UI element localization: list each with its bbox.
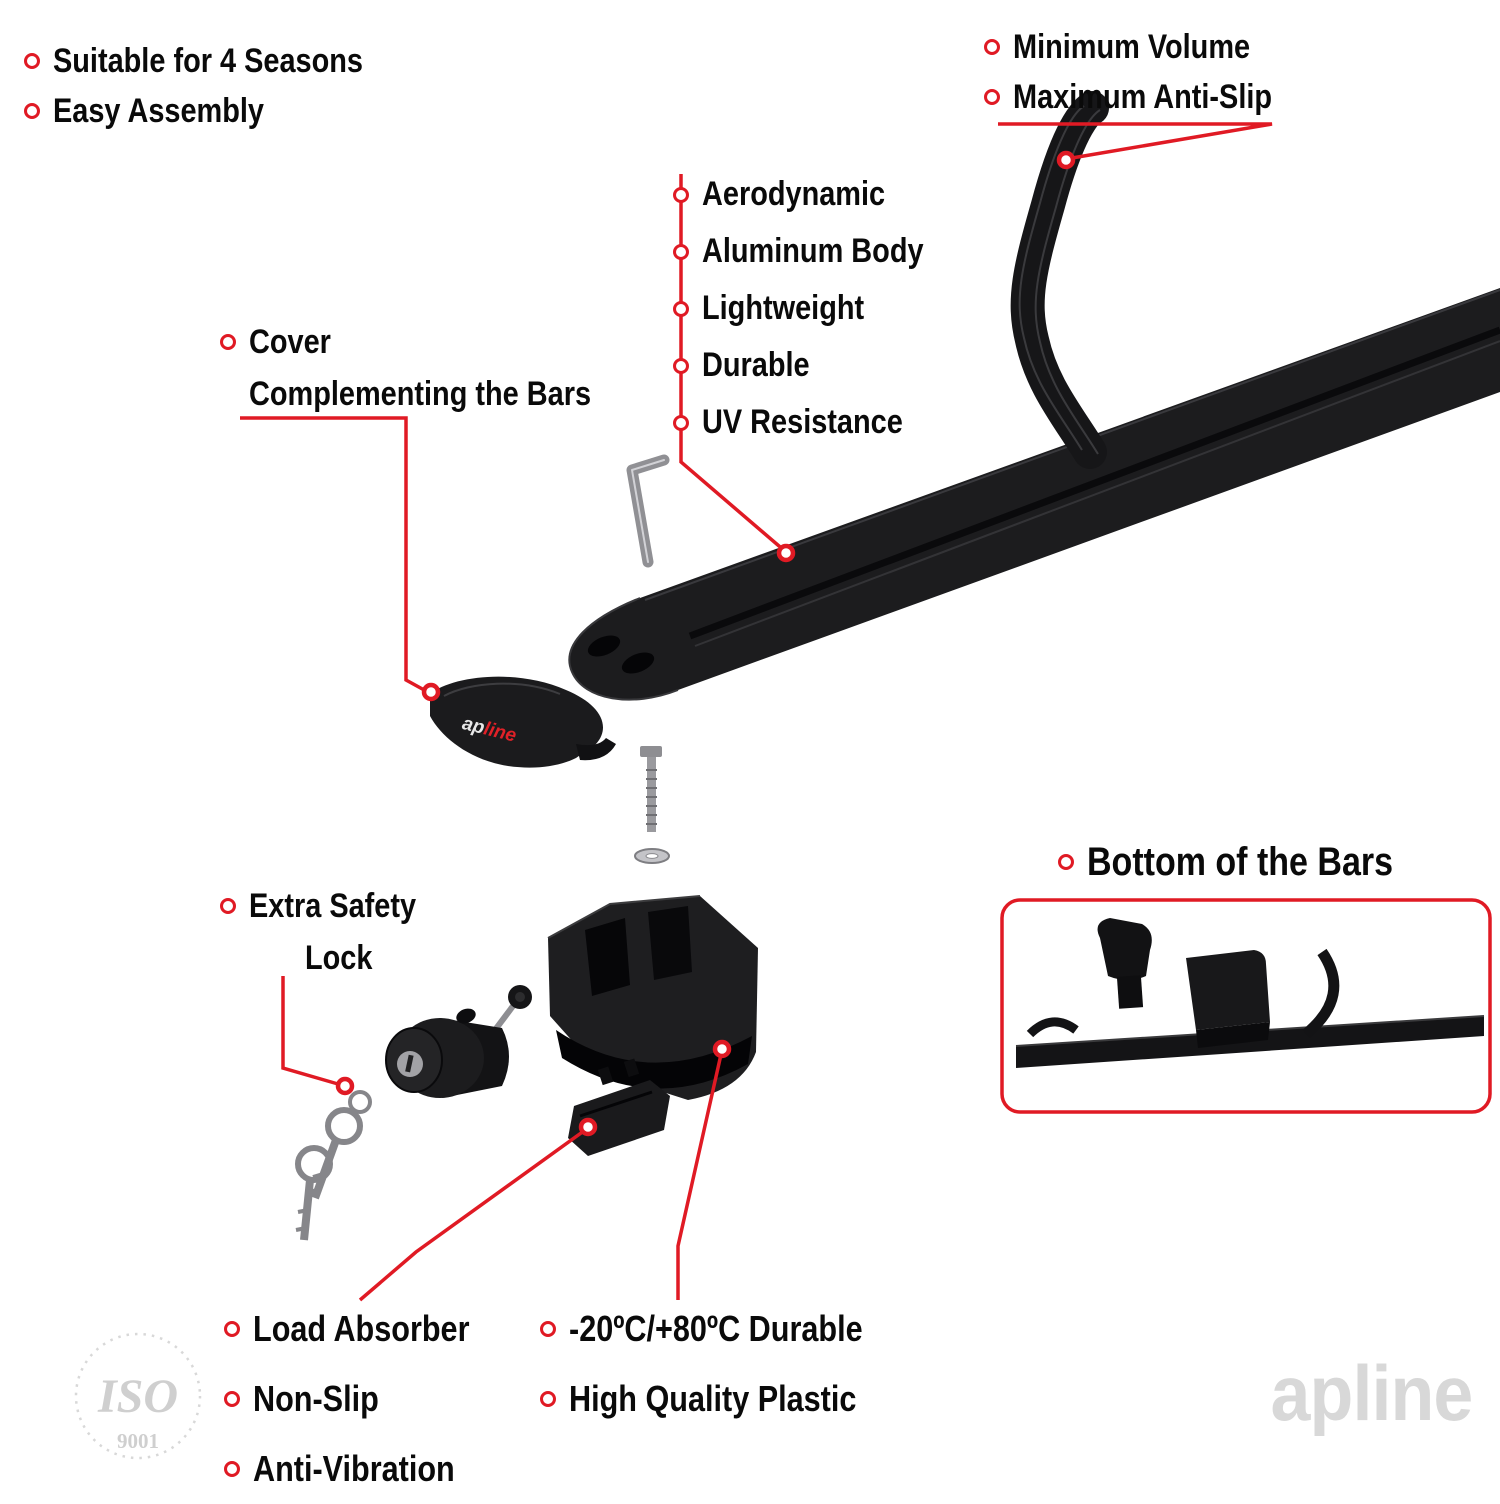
- bullet-icon: [1058, 854, 1074, 870]
- top-left-feature-list: Suitable for 4 Seasons Easy Assembly: [24, 36, 418, 136]
- feature-item: Aluminum Body: [673, 223, 963, 280]
- bullet-icon: [540, 1321, 556, 1337]
- feature-label: Suitable for 4 Seasons: [53, 41, 363, 80]
- feature-item: Suitable for 4 Seasons: [24, 36, 418, 86]
- allen-key-icon: [626, 454, 670, 568]
- callout-dot-foot: [712, 1039, 732, 1059]
- washer-graphic: [634, 848, 670, 864]
- brand-watermark: apline: [1052, 1348, 1473, 1439]
- cover-sublabel: Complementing the Bars: [249, 374, 592, 413]
- cover-callout-label: Cover Complementing the Bars: [220, 316, 651, 420]
- callout-dot-bar: [776, 543, 796, 563]
- brand-watermark-text: apline: [1270, 1349, 1473, 1437]
- material-feature-list: -20ºC/+80ºC Durable High Quality Plastic: [540, 1294, 914, 1434]
- callout-line-foot: [676, 1049, 724, 1300]
- cover-graphic: apline: [430, 676, 616, 768]
- feature-label: Load Absorber: [253, 1308, 470, 1349]
- callout-line1: Cover: [220, 316, 651, 368]
- callout-line1: Extra Safety: [220, 880, 446, 932]
- bottom-bars-text: Bottom of the Bars: [1087, 839, 1393, 884]
- roof-bar-graphic: [568, 288, 1500, 701]
- callout-line-load-absorber: [358, 1126, 590, 1302]
- feature-label: Non-Slip: [253, 1378, 379, 1419]
- bullet-icon: [673, 414, 689, 431]
- callout-dot-lock: [335, 1076, 355, 1096]
- bullet-icon: [984, 89, 1000, 105]
- callout-dot-load-absorber: [578, 1117, 598, 1137]
- feature-item: Load Absorber: [224, 1294, 508, 1364]
- callout-line2: Lock: [249, 932, 429, 984]
- callout-line-lock: [281, 976, 339, 1086]
- foot-clamp-graphic: [547, 895, 758, 1100]
- bottom-bars-box: [1000, 898, 1492, 1114]
- feature-label: Aerodynamic: [702, 175, 886, 213]
- feature-item: UV Resistance: [673, 394, 963, 451]
- bullet-icon: [220, 898, 236, 914]
- callout-lines: [240, 122, 1273, 1302]
- lock-callout-label: Extra Safety Lock: [220, 880, 446, 984]
- feature-label: UV Resistance: [702, 403, 903, 441]
- keys-graphic: [295, 1090, 372, 1241]
- feature-item: -20ºC/+80ºC Durable: [540, 1294, 914, 1364]
- feature-item: Maximum Anti-Slip: [984, 72, 1318, 122]
- callout-line-cover: [240, 416, 427, 693]
- bottom-bars-label: Bottom of the Bars: [1058, 836, 1447, 888]
- rubber-strip-graphic: [1010, 91, 1109, 469]
- foot-feature-list: Load Absorber Non-Slip Anti-Vibration: [224, 1294, 508, 1504]
- callout-dot-cover: [421, 682, 441, 702]
- iso-number: 9001: [117, 1429, 159, 1453]
- bullet-icon: [24, 53, 40, 69]
- feature-label: Durable: [702, 346, 810, 384]
- bullet-icon: [220, 334, 236, 350]
- feature-label: Aluminum Body: [702, 232, 924, 270]
- iso-badge-watermark: ISO 9001: [74, 1332, 202, 1460]
- bottom-bars-graphic: [1015, 918, 1485, 1068]
- load-absorber-graphic: [568, 1058, 670, 1156]
- bullet-icon: [673, 357, 689, 374]
- feature-label: Minimum Volume: [1013, 27, 1251, 66]
- bullet-icon: [24, 103, 40, 119]
- feature-label: Maximum Anti-Slip: [1013, 77, 1273, 116]
- bullet-icon: [673, 243, 689, 260]
- feature-item: Durable: [673, 337, 963, 394]
- feature-item: Easy Assembly: [24, 86, 418, 136]
- lock-graphic: [385, 985, 532, 1098]
- bullet-icon: [224, 1321, 240, 1337]
- callout-dots: [335, 150, 1076, 1137]
- lock-sublabel: Lock: [305, 939, 373, 977]
- feature-item: Minimum Volume: [984, 22, 1318, 72]
- cover-label: Cover: [249, 322, 331, 361]
- feature-item: Anti-Vibration: [224, 1434, 508, 1504]
- feature-label: Easy Assembly: [53, 91, 264, 130]
- feature-item: High Quality Plastic: [540, 1364, 914, 1434]
- callout-line-bar-features: [679, 174, 788, 554]
- feature-item: Aerodynamic: [673, 166, 963, 223]
- feature-item: Lightweight: [673, 280, 963, 337]
- bullet-icon: [673, 300, 689, 317]
- feature-label: -20ºC/+80ºC Durable: [569, 1308, 863, 1349]
- feature-label: Anti-Vibration: [253, 1448, 455, 1489]
- bolt-graphic: [640, 746, 662, 832]
- bar-feature-list: Aerodynamic Aluminum Body Lightweight Du…: [673, 166, 963, 451]
- bullet-icon: [673, 186, 689, 203]
- callout-dot-strip: [1056, 150, 1076, 170]
- bullet-icon: [540, 1391, 556, 1407]
- bullet-icon: [984, 39, 1000, 55]
- bullet-icon: [224, 1391, 240, 1407]
- feature-label: Lightweight: [702, 289, 865, 327]
- feature-label: High Quality Plastic: [569, 1378, 857, 1419]
- feature-item: Non-Slip: [224, 1364, 508, 1434]
- bullet-icon: [224, 1461, 240, 1477]
- iso-title: ISO: [97, 1370, 178, 1423]
- lock-label: Extra Safety: [249, 886, 417, 925]
- callout-line-antislip: [998, 122, 1273, 160]
- callout-line2: Complementing the Bars: [249, 368, 651, 420]
- top-right-feature-list: Minimum Volume Maximum Anti-Slip: [984, 22, 1318, 122]
